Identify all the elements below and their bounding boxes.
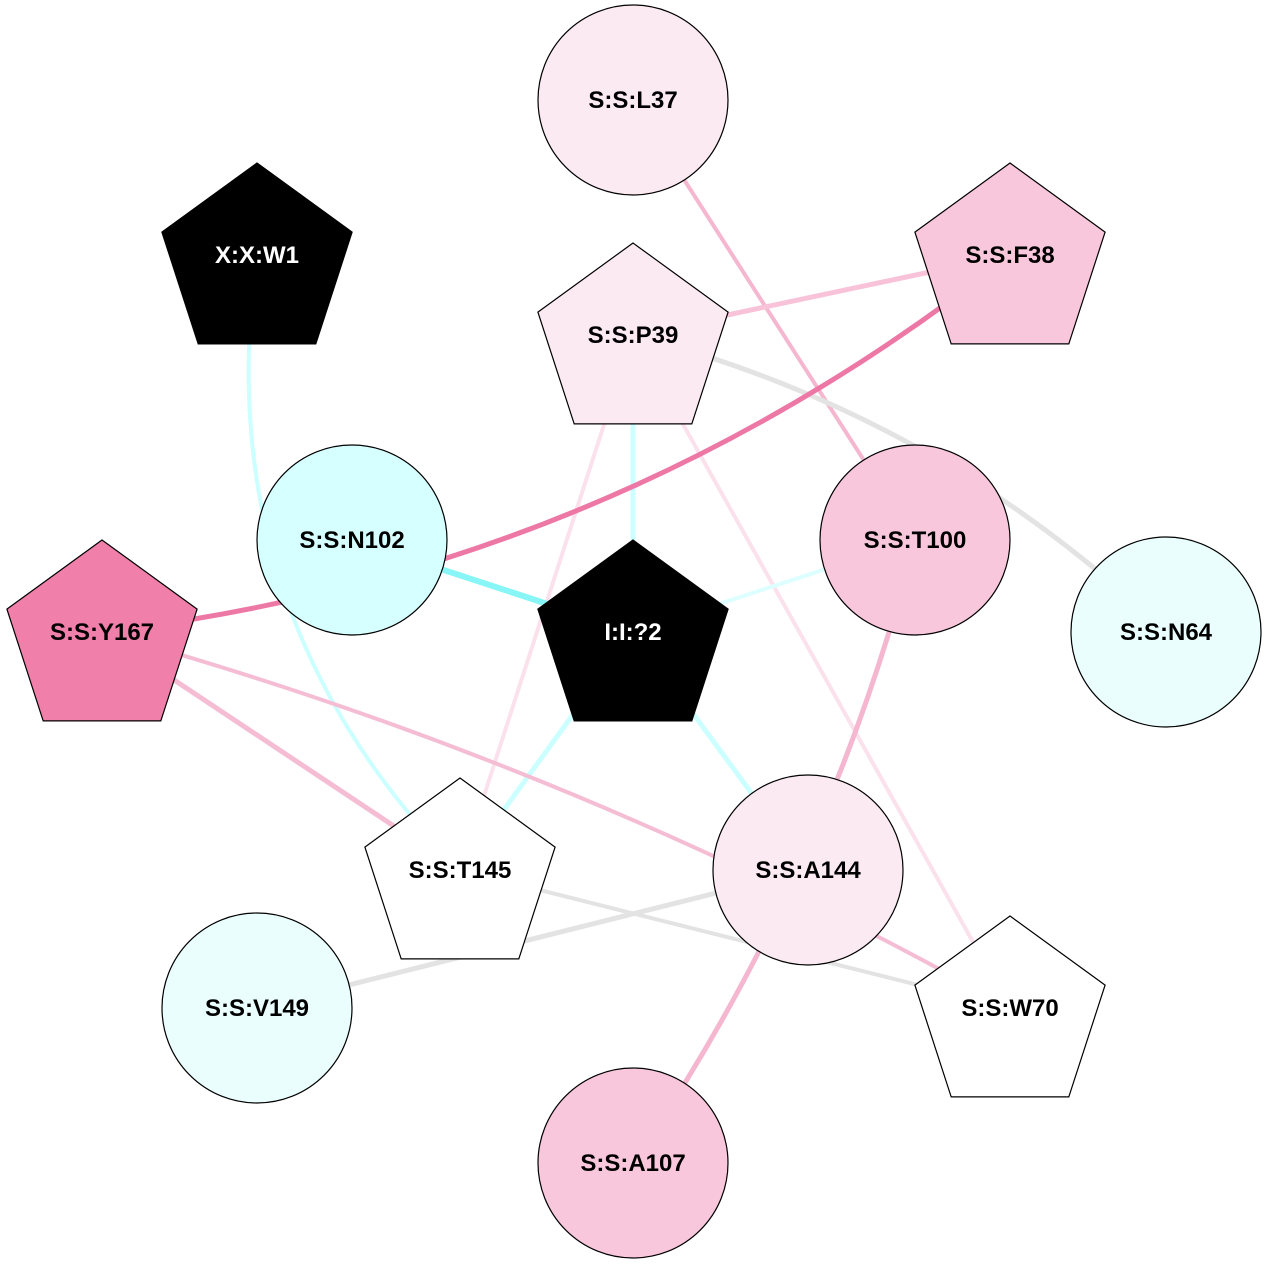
- node-f38[interactable]: S:S:F38: [914, 162, 1106, 345]
- node-pentagon: [6, 539, 198, 722]
- node-circle: [712, 774, 904, 966]
- node-label: S:S:L37: [588, 87, 677, 114]
- node-circle: [1070, 536, 1262, 728]
- edge-y167-w70: [100, 630, 1012, 1010]
- node-pentagon: [914, 915, 1106, 1098]
- node-label: S:S:N102: [299, 527, 404, 554]
- node-label: S:S:F38: [965, 242, 1054, 269]
- node-circle: [256, 444, 448, 636]
- node-p39[interactable]: S:S:P39: [537, 242, 729, 425]
- node-v149[interactable]: S:S:V149: [161, 912, 353, 1104]
- node-label: S:S:Y167: [50, 619, 154, 646]
- node-pentagon: [364, 777, 556, 960]
- node-t145[interactable]: S:S:T145: [364, 777, 556, 960]
- node-y167[interactable]: S:S:Y167: [6, 539, 198, 722]
- node-w70[interactable]: S:S:W70: [914, 915, 1106, 1098]
- node-circle: [819, 444, 1011, 636]
- node-pentagon: [161, 162, 353, 345]
- node-label: S:S:A107: [580, 1150, 685, 1177]
- node-l37[interactable]: S:S:L37: [537, 4, 729, 196]
- edge-p39-w70: [631, 333, 1012, 1010]
- node-a107[interactable]: S:S:A107: [537, 1067, 729, 1259]
- node-pentagon: [537, 242, 729, 425]
- node-circle: [161, 912, 353, 1104]
- node-label: S:S:T145: [409, 857, 512, 884]
- node-label: S:S:T100: [864, 527, 967, 554]
- node-circle: [537, 1067, 729, 1259]
- node-label: I:I:?2: [604, 619, 661, 646]
- node-label: S:S:N64: [1120, 619, 1213, 646]
- edge-y167-f38: [99, 252, 1013, 635]
- node-n64[interactable]: S:S:N64: [1070, 536, 1262, 728]
- node-label: S:S:A144: [755, 857, 861, 884]
- node-a144[interactable]: S:S:A144: [712, 774, 904, 966]
- node-t100[interactable]: S:S:T100: [819, 444, 1011, 636]
- node-label: X:X:W1: [215, 242, 299, 269]
- node-i2[interactable]: I:I:?2: [537, 539, 729, 722]
- node-label: S:S:W70: [961, 995, 1058, 1022]
- node-pentagon: [914, 162, 1106, 345]
- node-pentagon: [537, 539, 729, 722]
- node-circle: [537, 4, 729, 196]
- node-label: S:S:V149: [205, 995, 309, 1022]
- node-n102[interactable]: S:S:N102: [256, 444, 448, 636]
- node-w1[interactable]: X:X:W1: [161, 162, 353, 345]
- node-label: S:S:P39: [588, 322, 679, 349]
